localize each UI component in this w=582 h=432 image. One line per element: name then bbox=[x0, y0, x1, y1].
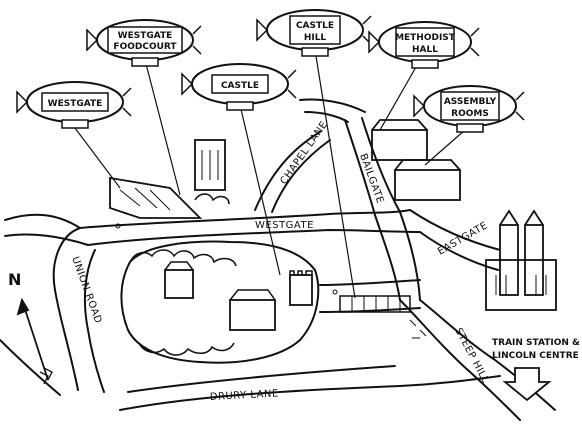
union-road-inner bbox=[83, 249, 105, 393]
castle-gate bbox=[289, 274, 313, 306]
blimp-castle-hill-label-2: HILL bbox=[304, 33, 327, 43]
upper-road-2 bbox=[304, 111, 349, 123]
bailgate-lower-2 bbox=[399, 211, 421, 301]
blimp-methodist-hall-label-1: METHODIST bbox=[395, 33, 456, 43]
bailgate-road bbox=[344, 119, 376, 216]
blimp-westgate-label: WESTGATE bbox=[48, 99, 103, 109]
blimp-methodist-hall: METHODIST HALL bbox=[368, 21, 480, 69]
westgate-road bbox=[79, 209, 411, 229]
castle-square-road bbox=[319, 279, 421, 286]
castle-gate-battlements bbox=[289, 270, 313, 276]
bailgate-road-2 bbox=[361, 117, 401, 213]
north-arrow: N bbox=[8, 270, 53, 385]
foodcourt-trees bbox=[194, 193, 230, 205]
steep-hill bbox=[399, 299, 521, 421]
directions-note-line-2: LINCOLN CENTRE bbox=[492, 351, 579, 361]
blimp-castle-hill-label-1: CASTLE bbox=[296, 21, 334, 31]
roads bbox=[0, 98, 556, 421]
label-steep-hill: STEEP HILL bbox=[452, 326, 490, 385]
blimp-assembly-rooms: ASSEMBLY ROOMS bbox=[413, 85, 525, 133]
tether-assembly-rooms bbox=[424, 129, 466, 166]
drury-lane bbox=[119, 375, 501, 411]
bailgate-lower bbox=[374, 214, 401, 301]
westgate-block-lines bbox=[119, 187, 171, 211]
blimp-assembly-rooms-label-1: ASSEMBLY bbox=[444, 97, 497, 107]
tether-westgate-foodcourt bbox=[144, 59, 181, 196]
north-arrow-label: N bbox=[8, 270, 21, 289]
eastgate-road bbox=[409, 209, 501, 251]
upper-road bbox=[299, 98, 366, 113]
castle-wall bbox=[120, 240, 320, 364]
tether-castle bbox=[239, 104, 281, 276]
chapel-lane-road-2 bbox=[271, 139, 331, 213]
label-westgate: WESTGATE bbox=[255, 220, 314, 231]
blimp-tethers bbox=[74, 49, 466, 299]
tether-castle-hill bbox=[314, 49, 356, 299]
westgate-road-lower bbox=[87, 229, 421, 246]
castle-house bbox=[229, 299, 276, 331]
cathedral bbox=[485, 209, 557, 311]
uphill-buildings bbox=[371, 119, 461, 201]
union-road bbox=[52, 227, 81, 391]
blimp-westgate: WESTGATE bbox=[16, 81, 132, 129]
label-eastgate: EASTGATE bbox=[436, 220, 490, 257]
label-drury-lane: DRURY LANE bbox=[210, 388, 279, 403]
cathedral-spires bbox=[499, 209, 544, 226]
westgate-block bbox=[109, 176, 203, 219]
lucy-tower-top bbox=[164, 261, 194, 271]
drury-lane-inner bbox=[127, 365, 396, 393]
methodist-hall-building bbox=[371, 129, 428, 161]
blimp-castle-hill: CASTLE HILL bbox=[256, 9, 372, 57]
blimp-castle: CASTLE bbox=[181, 63, 297, 111]
methodist-hall-roof bbox=[371, 119, 428, 131]
label-chapel-lane: CHAPEL LANE bbox=[278, 119, 330, 186]
blimp-assembly-rooms-label-2: ROOMS bbox=[451, 109, 489, 119]
blimps: WESTGATE WESTGATE FOODCOURT CASTLE CASTL… bbox=[16, 9, 525, 299]
street-details bbox=[115, 223, 427, 339]
eastgate-road-2 bbox=[419, 231, 499, 271]
tether-westgate bbox=[74, 127, 121, 189]
blimp-westgate-foodcourt-label-1: WESTGATE bbox=[118, 31, 173, 41]
chapel-lane-road bbox=[254, 131, 321, 211]
blimp-westgate-foodcourt: WESTGATE FOODCOURT bbox=[86, 19, 202, 67]
castle-hill-shops bbox=[339, 295, 411, 313]
blimp-methodist-hall-label-2: HALL bbox=[412, 45, 438, 55]
assembly-rooms-roof bbox=[394, 159, 461, 171]
castle-trees bbox=[129, 249, 237, 267]
left-feeder bbox=[4, 213, 81, 229]
foodcourt-tower bbox=[194, 139, 226, 191]
castle-trees-2 bbox=[139, 342, 235, 356]
westgate-buildings bbox=[109, 139, 230, 219]
cathedral-windows bbox=[495, 275, 547, 295]
directions-note-line-1: TRAIN STATION & bbox=[492, 338, 580, 348]
left-feeder-2 bbox=[4, 233, 89, 246]
cathedral-nave bbox=[485, 259, 557, 311]
castle-grounds bbox=[120, 240, 411, 364]
foodcourt-tower-windows bbox=[201, 150, 219, 180]
directions-note: TRAIN STATION & LINCOLN CENTRE bbox=[492, 338, 580, 402]
lucy-tower bbox=[164, 269, 194, 299]
down-arrow-icon bbox=[502, 367, 552, 402]
tether-methodist-hall bbox=[379, 59, 421, 131]
castle-hill-shop-dividers bbox=[351, 296, 401, 312]
castle-house-roof bbox=[229, 289, 276, 301]
bottom-left-road bbox=[0, 339, 61, 396]
blimp-castle-label: CASTLE bbox=[221, 81, 259, 91]
assembly-rooms-building bbox=[394, 169, 461, 201]
road-labels: WESTGATE CHAPEL LANE BAILGATE EASTGATE U… bbox=[69, 119, 490, 403]
blimp-westgate-foodcourt-label-2: FOODCOURT bbox=[113, 42, 177, 52]
